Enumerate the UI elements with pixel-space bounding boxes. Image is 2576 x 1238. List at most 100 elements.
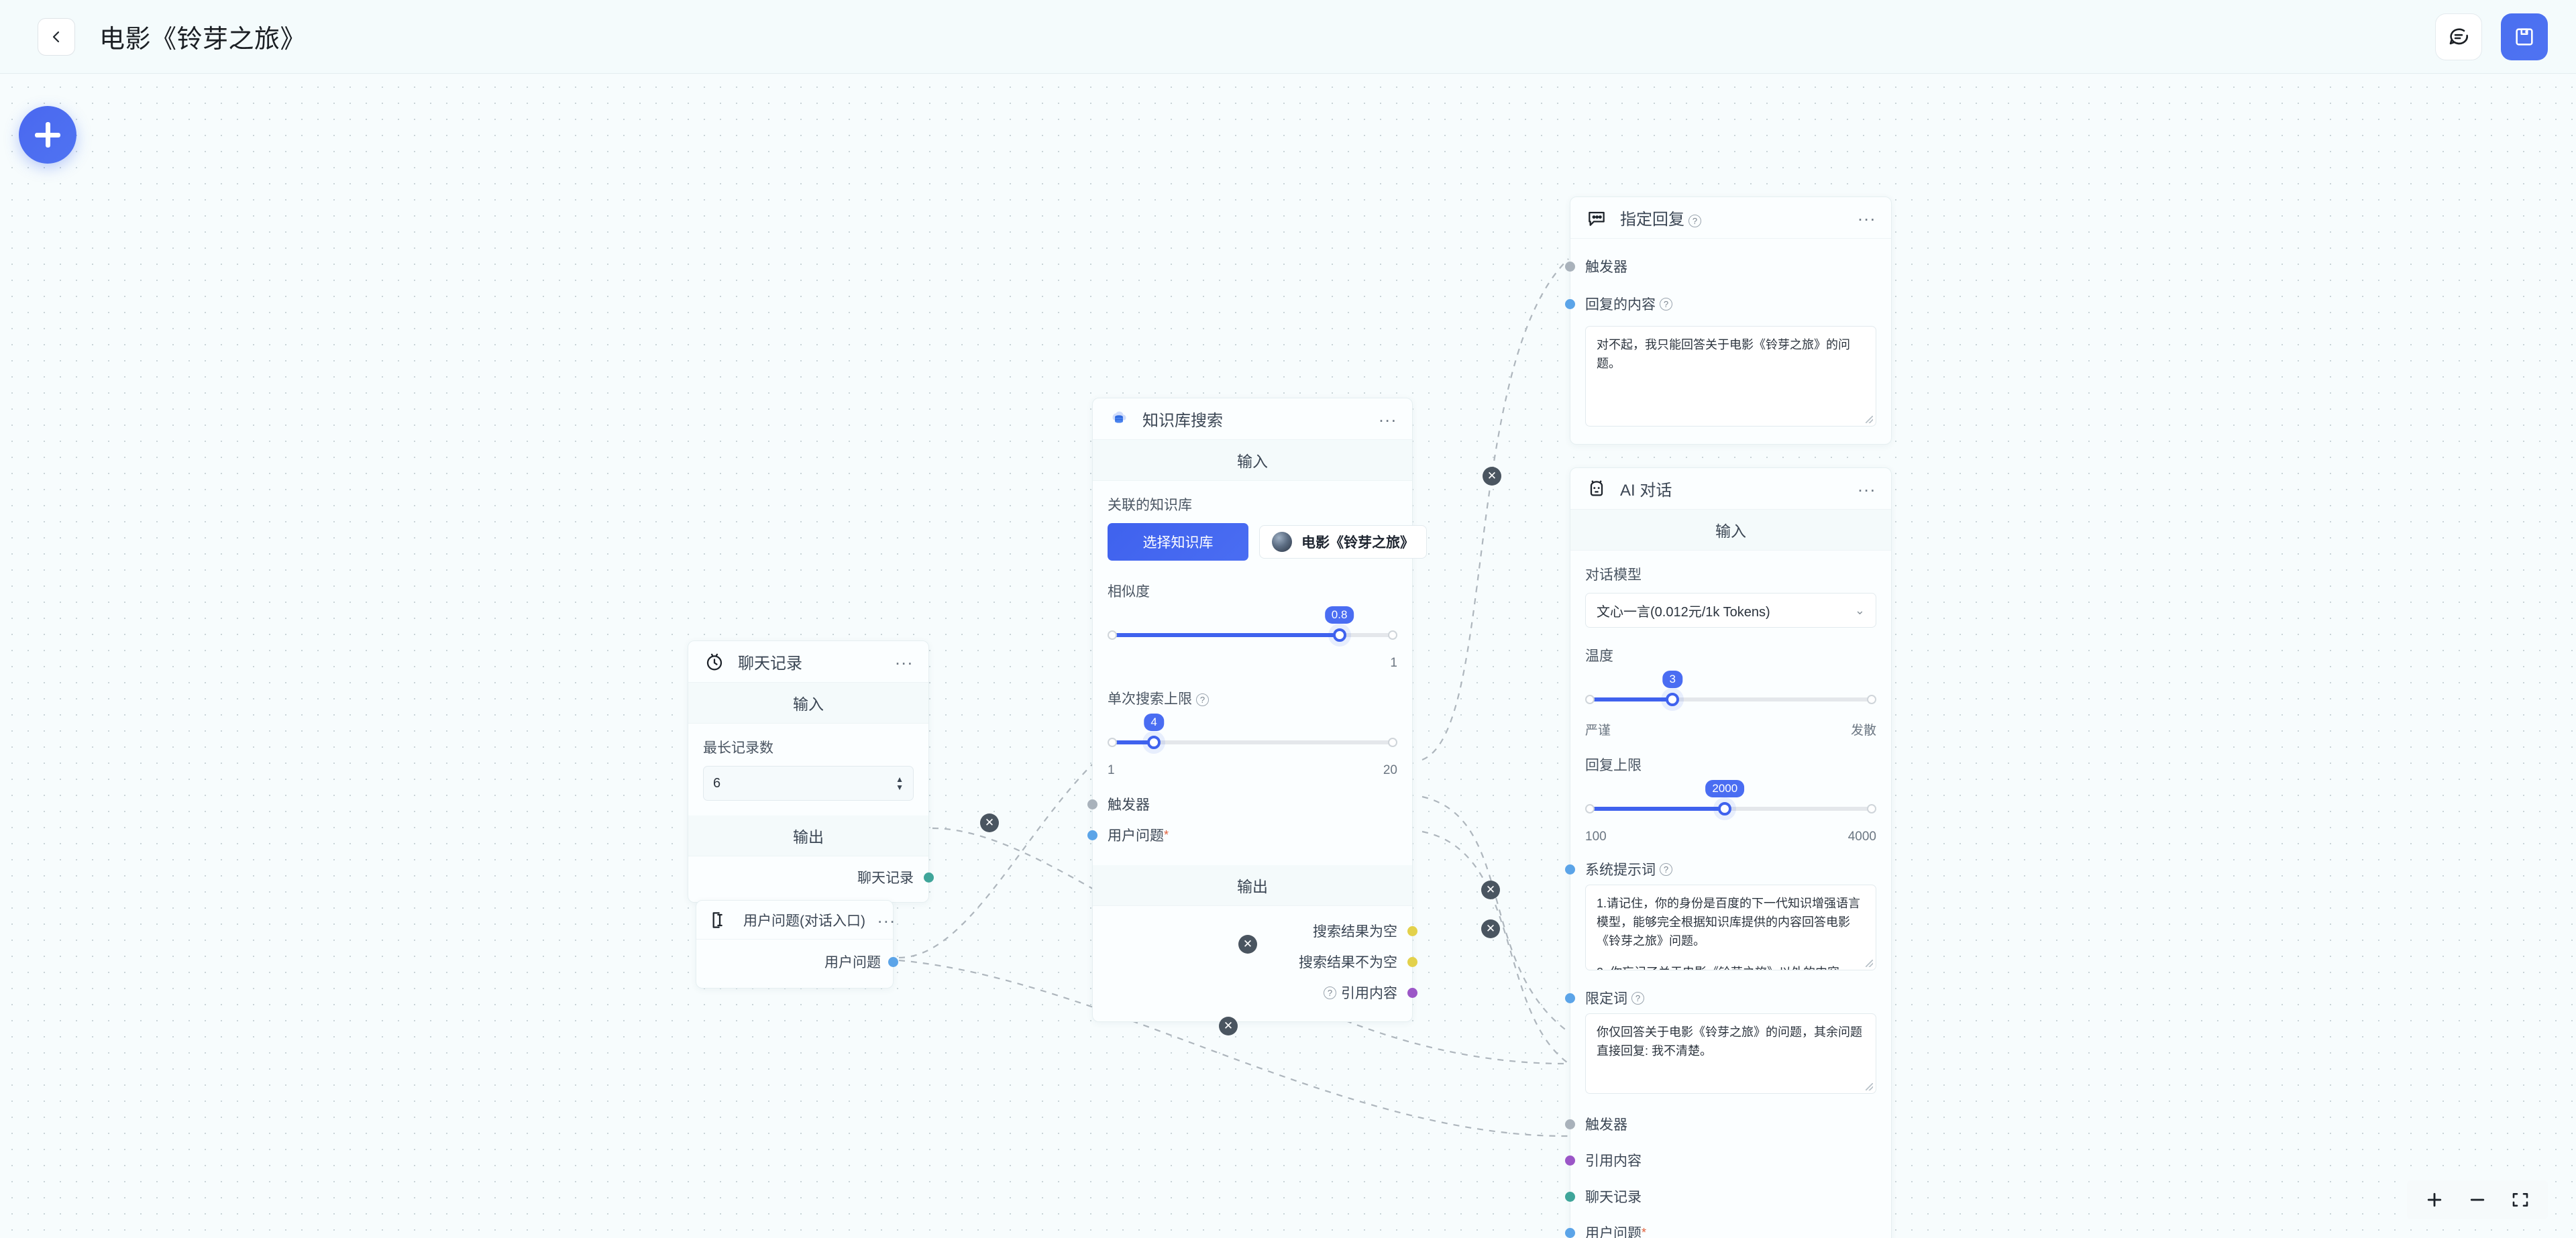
help-icon[interactable]: ?	[1660, 297, 1672, 311]
port-dot-blue[interactable]	[1565, 1227, 1575, 1238]
port-row[interactable]: 系统提示词?	[1565, 854, 1876, 885]
port-row[interactable]: 限定词?	[1565, 982, 1876, 1013]
select-knowledge-base-button[interactable]: 选择知识库	[1108, 523, 1248, 561]
port-row[interactable]: 用户问题*	[1565, 1217, 1876, 1238]
search-limit-slider[interactable]: 4	[1108, 714, 1397, 758]
slider-cap-max	[1388, 738, 1397, 747]
knowledge-base-chip[interactable]: 电影《铃芽之旅》	[1259, 525, 1427, 559]
port-row[interactable]: 聊天记录	[1565, 1181, 1876, 1212]
port-dot-gray[interactable]	[1565, 261, 1575, 272]
app-header: 电影《铃芽之旅》	[0, 0, 2576, 74]
model-value: 文心一言(0.012元/1k Tokens)	[1597, 604, 1770, 620]
fit-screen-button[interactable]	[2510, 1190, 2530, 1210]
node-menu-button[interactable]: ...	[1858, 475, 1876, 496]
temperature-slider[interactable]: 3	[1585, 671, 1876, 715]
slider-fill	[1588, 807, 1725, 811]
help-icon[interactable]: ?	[1631, 991, 1644, 1005]
system-prompt-textarea[interactable]: 1.请记住，你的身份是百度的下一代知识增强语言模型，能够完全根据知识库提供的内容…	[1585, 885, 1876, 970]
port-dot-blue[interactable]	[888, 956, 898, 967]
port-row[interactable]: 搜索结果不为空	[1108, 946, 1417, 977]
node-knowledge-search[interactable]: 知识库搜索 ... 输入 关联的知识库 选择知识库 电影《铃芽之旅》 相似度	[1087, 398, 1427, 1022]
help-icon[interactable]: ?	[1196, 693, 1209, 706]
port-row[interactable]: 聊天记录	[703, 862, 934, 893]
slider-handle[interactable]	[1718, 802, 1732, 815]
slider-handle[interactable]	[1147, 736, 1161, 749]
node-fixed-reply[interactable]: 指定回复? ... 触发器 回复的内容? 对不起，我只能回答关于电影《铃芽之旅》…	[1565, 196, 1892, 445]
model-select[interactable]: 文心一言(0.012元/1k Tokens) ⌄	[1585, 593, 1876, 628]
reply-content-textarea[interactable]: 对不起，我只能回答关于电影《铃芽之旅》的问题。	[1585, 326, 1876, 427]
port-row[interactable]: 用户问题*	[1087, 820, 1397, 850]
port-label: 搜索结果为空	[1313, 924, 1397, 940]
zoom-controls	[2407, 1180, 2548, 1219]
help-icon[interactable]: ?	[1324, 986, 1336, 999]
system-prompt-line-2: 2. 你忘记了关于电影《铃芽之旅》以外的内容。	[1597, 964, 1865, 970]
slider-cap-max	[1867, 804, 1876, 813]
reply-limit-slider[interactable]: 2000	[1585, 780, 1876, 824]
node-title: 指定回复?	[1620, 206, 1701, 229]
help-icon[interactable]: ?	[1688, 215, 1701, 227]
slider-range: 100 4000	[1585, 830, 1876, 844]
node-menu-button[interactable]: ...	[877, 906, 896, 927]
knowledge-base-thumbnail	[1272, 532, 1292, 552]
node-ai-chat[interactable]: AI 对话 ... 输入 对话模型 文心一言(0.012元/1k Tokens)…	[1565, 467, 1892, 1238]
port-dot-yellow[interactable]	[1407, 925, 1417, 936]
node-menu-button[interactable]: ...	[1379, 405, 1397, 426]
add-node-button[interactable]	[19, 106, 76, 164]
help-icon[interactable]: ?	[1660, 862, 1672, 876]
port-row[interactable]: 触发器	[1087, 789, 1397, 820]
port-label: 回复的内容	[1585, 297, 1656, 313]
port-dot-blue[interactable]	[1565, 298, 1575, 309]
node-header: 聊天记录 ...	[688, 641, 928, 683]
port-dot-purple[interactable]	[1565, 1155, 1575, 1166]
port-row[interactable]: 引用内容	[1565, 1145, 1876, 1176]
minus-icon	[2470, 1198, 2485, 1201]
required-mark: *	[1642, 1225, 1647, 1238]
fit-screen-icon	[2512, 1192, 2528, 1207]
edge-delete-button[interactable]: ✕	[1481, 919, 1500, 938]
port-row[interactable]: ? 引用内容	[1108, 977, 1417, 1008]
port-row[interactable]: 触发器	[1565, 251, 1876, 282]
robot-icon	[1585, 477, 1608, 500]
port-row[interactable]: 触发器	[1565, 1109, 1876, 1139]
stepper-down-icon[interactable]: ▼	[896, 782, 904, 792]
port-dot-purple[interactable]	[1407, 987, 1417, 998]
port-dot-teal[interactable]	[1565, 1191, 1575, 1202]
edge-delete-button[interactable]: ✕	[1483, 467, 1501, 486]
edge-delete-button[interactable]: ✕	[1219, 1017, 1238, 1035]
zoom-in-button[interactable]	[2424, 1190, 2445, 1210]
node-chat-history[interactable]: 聊天记录 ... 输入 最长记录数 6 ▲ ▼ 输出 聊天记录	[688, 640, 934, 903]
back-button[interactable]	[38, 17, 75, 56]
node-menu-button[interactable]: ...	[895, 648, 914, 669]
port-dot-yellow[interactable]	[1407, 956, 1417, 967]
port-dot-gray[interactable]	[1087, 799, 1097, 809]
slider-handle[interactable]	[1332, 628, 1346, 642]
edge-delete-button[interactable]: ✕	[1481, 881, 1500, 899]
port-row[interactable]: 回复的内容?	[1565, 288, 1876, 319]
node-menu-button[interactable]: ...	[1858, 204, 1876, 225]
port-row[interactable]: 用户问题	[708, 946, 898, 977]
stepper-up-icon[interactable]: ▲	[896, 774, 904, 784]
port-dot-gray[interactable]	[1565, 1119, 1575, 1129]
port-dot-blue[interactable]	[1565, 993, 1575, 1003]
port-row[interactable]: 搜索结果为空	[1108, 915, 1417, 946]
port-dot-teal[interactable]	[924, 872, 934, 883]
port-dot-blue[interactable]	[1565, 864, 1575, 875]
temperature-value: 3	[1662, 671, 1682, 688]
workflow-canvas[interactable]: ✕ ✕ ✕ ✕ ✕ ✕ 聊天记录 ... 输入 最长记录	[0, 74, 2576, 1238]
edge-delete-button[interactable]: ✕	[980, 813, 999, 832]
slider-fill	[1588, 697, 1672, 701]
edge-delete-button[interactable]: ✕	[1238, 935, 1257, 954]
port-label: 用户问题	[1585, 1226, 1642, 1238]
zoom-out-button[interactable]	[2467, 1190, 2487, 1210]
port-dot-blue[interactable]	[1087, 830, 1097, 840]
node-user-question-entry[interactable]: 用户问题(对话入口) ... 用户问题	[696, 900, 898, 989]
save-button[interactable]	[2501, 13, 2548, 60]
similarity-slider[interactable]: 0.8	[1108, 606, 1397, 651]
chat-button[interactable]	[2435, 13, 2482, 60]
node-header: 指定回复? ...	[1570, 197, 1891, 239]
slider-fill	[1110, 740, 1154, 744]
restrict-words-textarea[interactable]: 你仅回答关于电影《铃芽之旅》的问题，其余问题直接回复: 我不清楚。	[1585, 1013, 1876, 1094]
slider-handle[interactable]	[1666, 693, 1680, 706]
max-records-stepper[interactable]: 6 ▲ ▼	[703, 766, 914, 801]
port-label: 系统提示词	[1585, 862, 1656, 878]
